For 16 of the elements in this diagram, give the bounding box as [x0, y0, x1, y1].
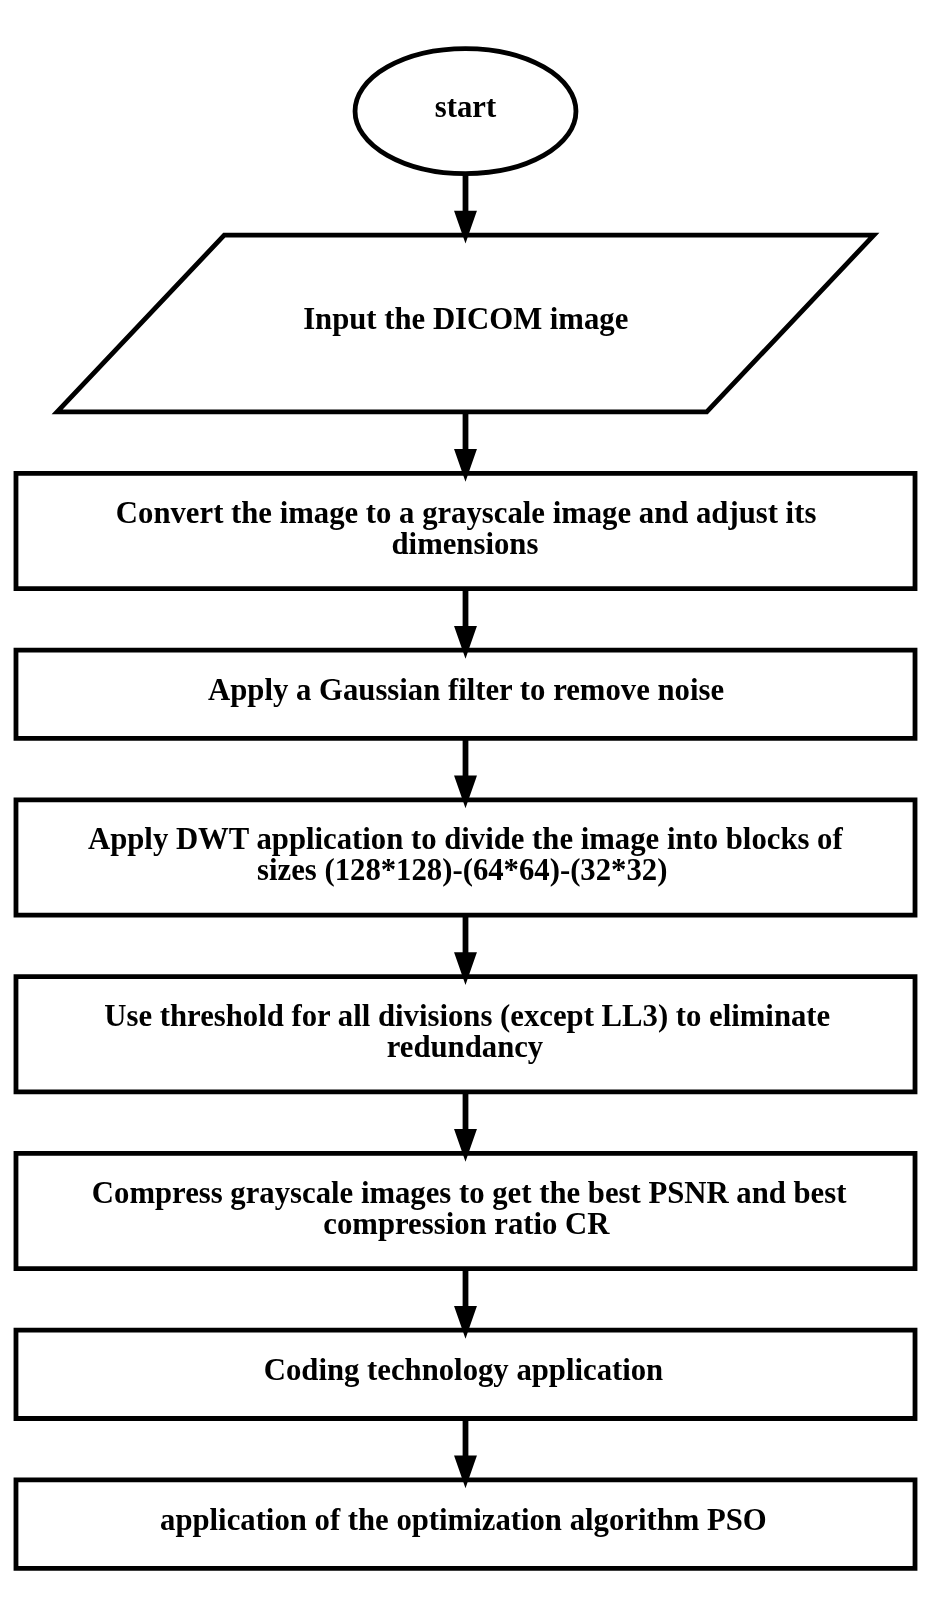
arrow [454, 1092, 477, 1162]
node-box: Compress grayscale images to get the best PSNR and best compression ratio CR [13, 1150, 918, 1271]
arrow [454, 1418, 477, 1488]
arrow [454, 738, 477, 808]
node-box: Convert the image to a grayscale image and adjust its dimensions [13, 470, 918, 591]
node-box: Use threshold for all divisions (except LL3) to eliminate redundancy [13, 973, 918, 1094]
node-box: application of the optimization algorithm PSO [13, 1477, 918, 1571]
node-box: Apply a Gaussian filter to remove noise [13, 647, 918, 741]
node-ellipse: start [352, 45, 579, 176]
node-box: Apply DWT application to divide the image into blocks of sizes (128*128)-(64*64)-(32*32) [13, 797, 918, 918]
arrow [454, 915, 477, 985]
arrow [454, 588, 477, 659]
arrow [454, 411, 477, 482]
arrow [454, 1268, 477, 1339]
node-box: Coding technology application [13, 1327, 918, 1421]
arrow [454, 173, 477, 243]
